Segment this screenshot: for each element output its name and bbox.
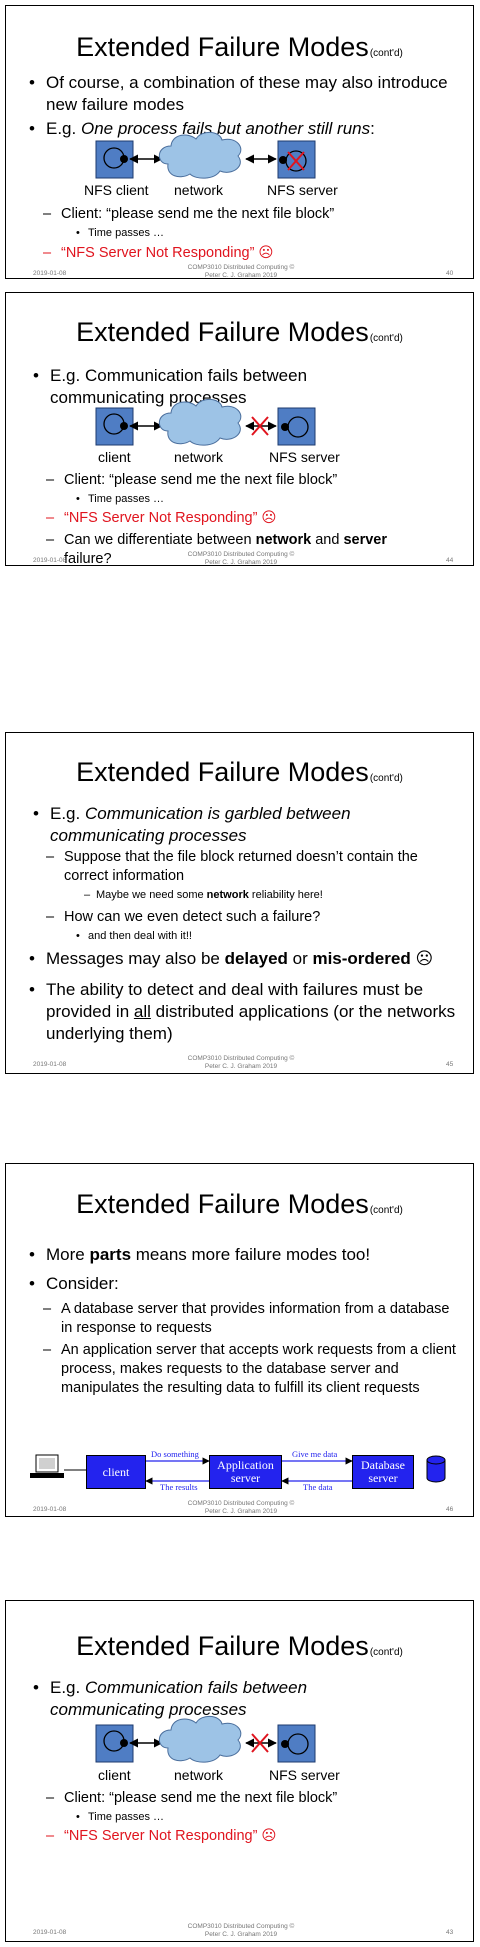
footer-date: 2019-01-08 xyxy=(33,1929,67,1936)
slide-title: Extended Failure Modes(cont'd) xyxy=(76,32,403,62)
label-nfs-server: NFS server xyxy=(269,449,340,465)
label-nfs-server: NFS server xyxy=(269,1767,340,1783)
sub-sub-bullet: and then deal with it!! xyxy=(76,929,192,943)
arrow-label: Do something xyxy=(151,1449,199,1459)
slide-44: Extended Failure Modes(cont'd) E.g. Comm… xyxy=(5,292,474,566)
slide-45: Extended Failure Modes(cont'd) E.g. Comm… xyxy=(5,732,474,1074)
database-server-box: Database server xyxy=(352,1455,414,1489)
slide-43: Extended Failure Modes(cont'd) E.g. Comm… xyxy=(5,1600,474,1942)
network-cloud xyxy=(158,131,242,179)
bullet: Messages may also be delayed or mis-orde… xyxy=(29,948,473,970)
bullet: E.g. One process fails but another still… xyxy=(29,118,473,140)
error-message: “NFS Server Not Responding” ☹ xyxy=(46,509,277,528)
slide-46: Extended Failure Modes(cont'd) More part… xyxy=(5,1163,474,1517)
application-server-box: Application server xyxy=(209,1455,282,1489)
footer-date: 2019-01-08 xyxy=(33,1506,67,1513)
slide-title: Extended Failure Modes(cont'd) xyxy=(76,757,403,787)
page-number: 45 xyxy=(446,1061,454,1068)
sub-bullet: An application server that accepts work … xyxy=(43,1341,461,1398)
sub-bullet: How can we even detect such a failure? xyxy=(46,908,464,927)
sub-bullet: Client: “please send me the next file bl… xyxy=(46,1789,473,1808)
sub-sub-bullet: Maybe we need some network reliability h… xyxy=(84,888,323,902)
label-nfs-server: NFS server xyxy=(267,182,338,198)
label-nfs-client: NFS client xyxy=(84,182,149,198)
bullet: The ability to detect and deal with fail… xyxy=(29,979,456,1045)
sub-sub-bullet: Time passes … xyxy=(76,1810,164,1824)
footer-course: COMP3010 Distributed Computing ©Peter C.… xyxy=(187,551,295,566)
client-box: client xyxy=(86,1455,146,1489)
slide-title: Extended Failure Modes(cont'd) xyxy=(76,1189,403,1219)
footer-date: 2019-01-08 xyxy=(33,1061,67,1068)
page-number: 46 xyxy=(446,1506,454,1513)
bullet: Of course, a combination of these may al… xyxy=(29,72,466,116)
label-network: network xyxy=(174,182,224,198)
tier-diagram xyxy=(30,1454,446,1485)
sub-bullet: Client: “please send me the next file bl… xyxy=(43,205,473,224)
footer-date: 2019-01-08 xyxy=(33,270,67,277)
label-network: network xyxy=(174,449,224,465)
bullet: Consider: xyxy=(29,1273,119,1295)
page-number: 40 xyxy=(446,270,454,277)
footer-date: 2019-01-08 xyxy=(33,557,67,564)
label-client: client xyxy=(98,1767,131,1783)
footer-course: COMP3010 Distributed Computing ©Peter C.… xyxy=(187,1923,295,1938)
arrow-label: The data xyxy=(303,1482,333,1492)
process-dot xyxy=(120,155,128,163)
sub-bullet: Can we differentiate between network and… xyxy=(46,531,473,565)
footer-course: COMP3010 Distributed Computing ©Peter C.… xyxy=(187,1055,295,1070)
page-number: 43 xyxy=(446,1929,454,1936)
sub-bullet: A database server that provides informat… xyxy=(43,1300,461,1338)
bullet: E.g. Communication fails between communi… xyxy=(33,1677,360,1721)
sub-bullet: Suppose that the file block returned doe… xyxy=(46,848,444,886)
sub-sub-bullet: Time passes … xyxy=(76,492,164,506)
footer-course: COMP3010 Distributed Computing ©Peter C.… xyxy=(187,264,295,279)
sub-sub-bullet: Time passes … xyxy=(76,226,164,240)
error-message: “NFS Server Not Responding” ☹ xyxy=(46,1827,277,1846)
arrow-label: The results xyxy=(160,1482,198,1492)
bullet: E.g. Communication is garbled between co… xyxy=(33,803,360,847)
slide-40: Extended Failure Modes(cont'd) Of course… xyxy=(5,5,474,279)
footer-course: COMP3010 Distributed Computing ©Peter C.… xyxy=(187,1500,295,1515)
page-number: 44 xyxy=(446,557,454,564)
nfs-diagram xyxy=(95,131,316,179)
database-icon xyxy=(426,1455,446,1483)
network-fail-diagram xyxy=(95,1715,316,1763)
bullet: E.g. Communication fails between communi… xyxy=(33,365,350,409)
bullet: More parts means more failure modes too! xyxy=(29,1244,466,1266)
slide-title: Extended Failure Modes(cont'd) xyxy=(76,1631,403,1661)
network-fail-diagram xyxy=(95,398,316,446)
sub-bullet: Client: “please send me the next file bl… xyxy=(46,471,473,490)
arrow-label: Give me data xyxy=(292,1449,338,1459)
slide-title: Extended Failure Modes(cont'd) xyxy=(76,317,403,347)
label-network: network xyxy=(174,1767,224,1783)
label-client: client xyxy=(98,449,131,465)
error-message: “NFS Server Not Responding” ☹ xyxy=(43,244,274,263)
